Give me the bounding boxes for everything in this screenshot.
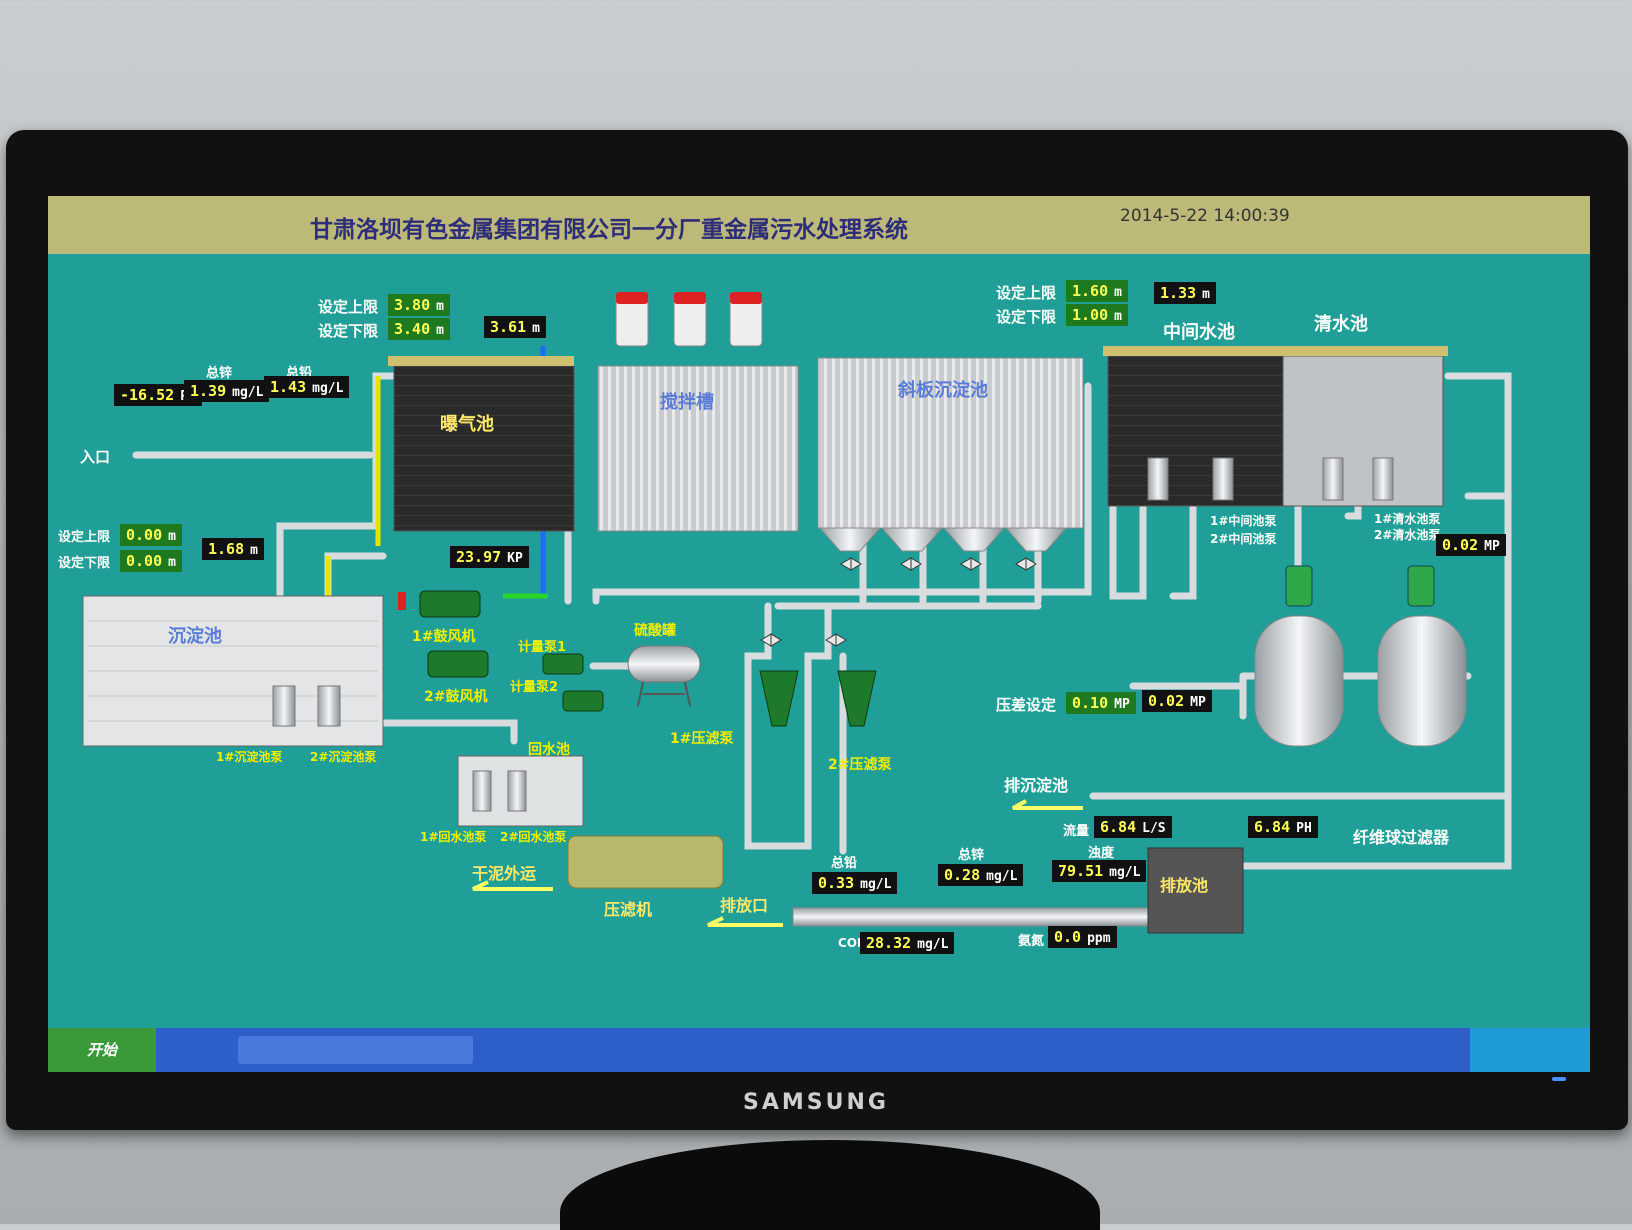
mixing-tank-label: 搅拌槽 [660, 392, 714, 413]
agitator-motors [615, 292, 763, 347]
sludge-out-label: 干泥外运 [472, 864, 537, 883]
taskbar-app-2[interactable] [353, 1036, 473, 1064]
datetime: 2014-5-22 14:00:39 [1120, 206, 1290, 226]
middle-upper-label: 设定上限 [996, 284, 1057, 302]
flow-arrows [472, 799, 1083, 927]
taskbar: 开始 [48, 1028, 1590, 1072]
inclined-settler [817, 357, 1084, 529]
taskbar-app-1[interactable] [238, 1036, 358, 1064]
monitor-brand: SAMSUNG [743, 1090, 889, 1115]
fiber-filter-label: 纤维球过滤器 [1353, 828, 1450, 847]
pool-pumps [1147, 457, 1394, 501]
outlet-label: 排放口 [720, 896, 769, 915]
aeration-tank [393, 365, 575, 532]
acid-tank-label: 硫酸罐 [634, 623, 676, 639]
discharge-pool [1147, 847, 1244, 934]
turbidity-label: 浊度 [1088, 846, 1115, 861]
filter-press [567, 835, 724, 889]
aeration-lower-label: 设定下限 [318, 322, 379, 340]
settling-lower-label: 设定下限 [58, 556, 111, 571]
valves [760, 557, 1037, 647]
start-button[interactable]: 开始 [48, 1028, 156, 1072]
discharge-pool-label: 排放池 [1160, 876, 1209, 895]
blower2-label: 2#鼓风机 [424, 689, 488, 705]
clear-pool-tank [1282, 355, 1444, 507]
clear-pump2-label: 2#清水池泵 [1374, 528, 1441, 542]
flow-label: 流量 [1063, 824, 1090, 839]
filter-press-pump-1 [759, 670, 799, 727]
settling-pump1-label: 1#沉淀池泵 [216, 750, 283, 764]
inclined-settler-label: 斜板沉淀池 [898, 380, 988, 401]
fiber-ball-filters [1254, 565, 1467, 747]
middle-pump1-label: 1#中间池泵 [1210, 514, 1277, 528]
dosing-pump1-label: 计量泵1 [518, 640, 567, 655]
settling-pump2-label: 2#沉淀池泵 [310, 750, 377, 764]
dosing-pump-2 [562, 690, 604, 712]
settling-upper-label: 设定上限 [58, 530, 111, 545]
settling-pond-label: 沉淀池 [168, 626, 222, 647]
filter-press-pump2-label: 2#压滤泵 [828, 757, 892, 773]
aeration-upper-label: 设定上限 [318, 298, 379, 316]
middle-lower-label: 设定下限 [996, 308, 1057, 326]
outlet-zinc-label: 总锌 [958, 848, 985, 863]
blowers [398, 590, 489, 678]
scada-screen: 甘肃洛坝有色金属集团有限公司一分厂重金属污水处理系统 2014-5-22 14:… [48, 196, 1590, 1072]
title-bar: 甘肃洛坝有色金属集团有限公司一分厂重金属污水处理系统 2014-5-22 14:… [48, 196, 1590, 254]
page-title: 甘肃洛坝有色金属集团有限公司一分厂重金属污水处理系统 [310, 216, 908, 243]
dp-set-label: 压差设定 [996, 696, 1057, 714]
middle-pool-tank [1107, 355, 1284, 507]
filter-press-pump-2 [837, 670, 877, 727]
cod-label: COD [838, 936, 867, 950]
filter-press-label: 压滤机 [604, 900, 653, 919]
dosing-pump2-label: 计量泵2 [510, 680, 559, 695]
mixing-tank [597, 365, 799, 532]
return-pump1-label: 1#回水池泵 [420, 830, 487, 844]
clear-pool-label: 清水池 [1314, 314, 1368, 335]
filter-press-pump1-label: 1#压滤泵 [670, 731, 734, 747]
system-tray[interactable] [1470, 1028, 1590, 1072]
return-pool-label: 回水池 [528, 742, 570, 758]
aeration-tank-label: 曝气池 [440, 414, 494, 435]
inlet-label: 入口 [80, 448, 111, 466]
settler-hoppers [818, 527, 1068, 552]
ammonia-label: 氨氮 [1018, 934, 1045, 949]
inlet-zinc-label: 总锌 [206, 366, 233, 381]
outlet-lead-label: 总铅 [831, 856, 858, 871]
monitor-stand [560, 1140, 1100, 1230]
process-diagram [82, 292, 1512, 934]
to-settling-label: 排沉淀池 [1004, 776, 1069, 795]
power-led [1552, 1077, 1566, 1081]
dosing-pump-1 [542, 653, 584, 675]
sulfuric-acid-tank [627, 645, 701, 683]
middle-pump2-label: 2#中间池泵 [1210, 532, 1277, 546]
return-pump2-label: 2#回水池泵 [500, 830, 567, 844]
blower1-label: 1#鼓风机 [412, 629, 476, 645]
middle-pool-label: 中间水池 [1163, 322, 1235, 343]
clear-pump1-label: 1#清水池泵 [1374, 512, 1441, 526]
discharge-pipe [792, 907, 1154, 927]
